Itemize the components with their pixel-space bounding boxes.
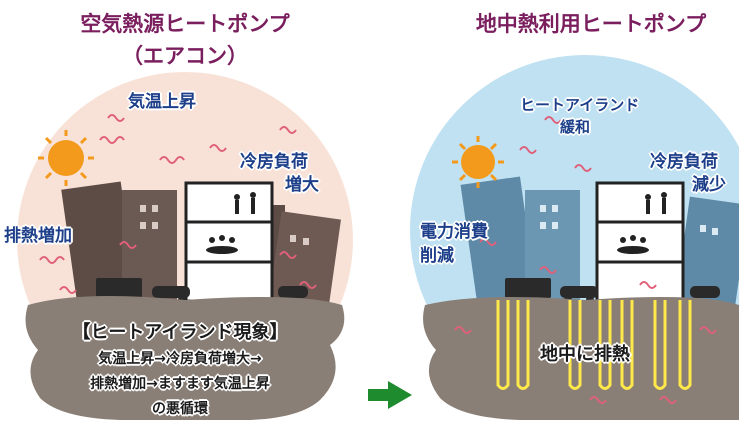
right-label-power-line1: 電力消費: [420, 222, 488, 242]
left-title-line2: （エアコン）: [122, 44, 248, 68]
right-sun-icon: [452, 136, 504, 188]
ground-heat-exchanger-pipes: [496, 300, 692, 390]
left-sun-icon: [38, 130, 94, 186]
cycle-line2: 排熱増加→ますます気温上昇: [90, 376, 270, 392]
phenomenon-title: 【ヒートアイランド現象】: [72, 322, 288, 343]
right-label-cooling-load-line1: 冷房負荷: [650, 152, 718, 172]
green-right-arrow-icon: [368, 381, 412, 409]
left-label-cooling-load-line1: 冷房負荷: [240, 152, 308, 172]
right-ground-label: 地中に排熱: [540, 344, 630, 365]
left-office-building: [184, 181, 274, 303]
right-building-back-3: [674, 196, 739, 314]
right-label-power-line2: 削減: [420, 246, 454, 266]
right-label-heat-island-line2: 緩和: [560, 118, 591, 136]
cycle-line3: の悪循環: [152, 401, 208, 417]
right-office-building: [595, 181, 685, 303]
left-label-exhaust-heat: 排熱増加: [4, 226, 72, 246]
left-heat-wave-icon: [39, 114, 317, 294]
left-label-cooling-load-line2: 増大: [285, 175, 319, 195]
left-ground: [25, 296, 345, 420]
right-heat-wave-icon: [454, 116, 717, 404]
right-label-heat-island-line1: ヒートアイランド: [520, 96, 640, 114]
cycle-line1: 気温上昇→冷房負荷増大→: [98, 351, 262, 367]
left-label-temp-rise: 気温上昇: [128, 92, 196, 112]
right-title: 地中熱利用ヒートポンプ: [475, 12, 707, 36]
left-title-line1: 空気熱源ヒートポンプ: [80, 12, 290, 36]
right-label-cooling-load-line2: 減少: [692, 175, 726, 195]
